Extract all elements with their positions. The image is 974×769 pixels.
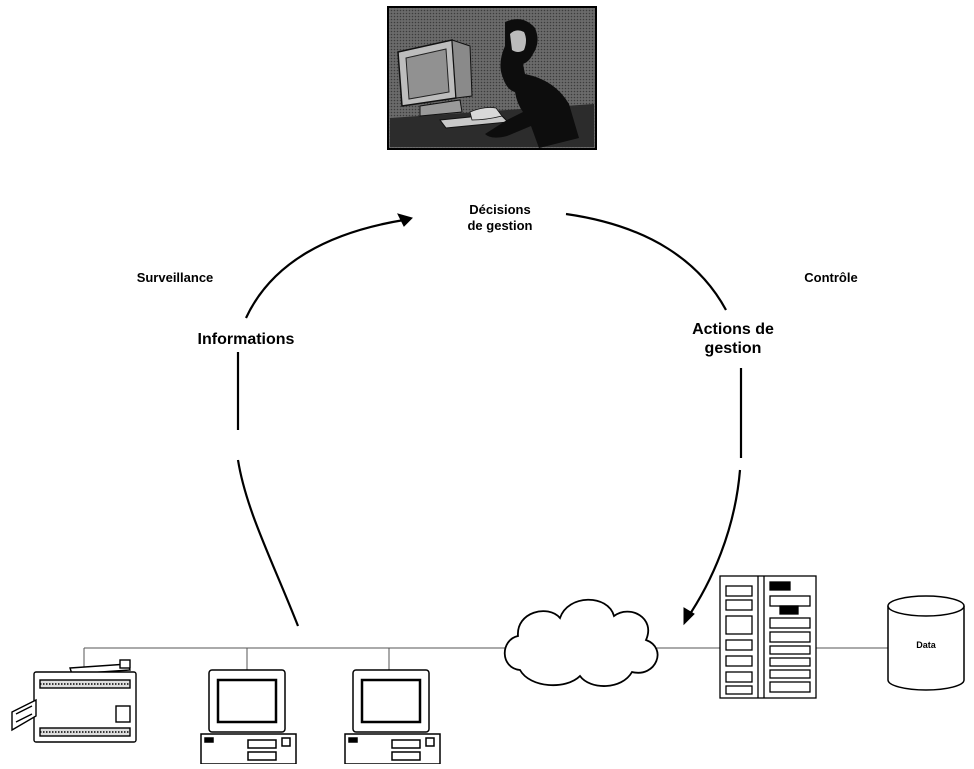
arrowhead-decisions [397, 213, 413, 227]
network-bus [83, 647, 888, 670]
surveillance-arc-lower [236, 459, 300, 627]
network-cloud-icon [503, 598, 659, 687]
surveillance-label: Surveillance [136, 270, 214, 285]
actions-label-line1: Actions de [692, 321, 774, 338]
database-cylinder-icon [887, 595, 965, 691]
server-rack-icon [719, 575, 817, 699]
printer-icon [11, 659, 137, 743]
informations-label: Informations [197, 331, 295, 348]
controle-label: Contrôle [804, 270, 858, 285]
cycle-arrows [236, 212, 743, 627]
surveillance-arc-upper [245, 218, 405, 319]
actions-label: Actions de gestion [668, 320, 798, 358]
desktop-computer-icon [344, 669, 441, 765]
control-arc-lower [685, 469, 742, 621]
database-label: Data [916, 640, 936, 650]
decisions-label-line1: Décisions [469, 202, 531, 217]
actions-label-line2: gestion [704, 340, 762, 358]
arrowhead-network [683, 607, 695, 626]
desktop-computer-icon [200, 669, 297, 765]
control-arc-upper [565, 212, 727, 311]
decisions-label: Décisions de gestion [438, 202, 562, 233]
operator-icon [387, 6, 597, 150]
decisions-label-line2: de gestion [467, 217, 533, 233]
